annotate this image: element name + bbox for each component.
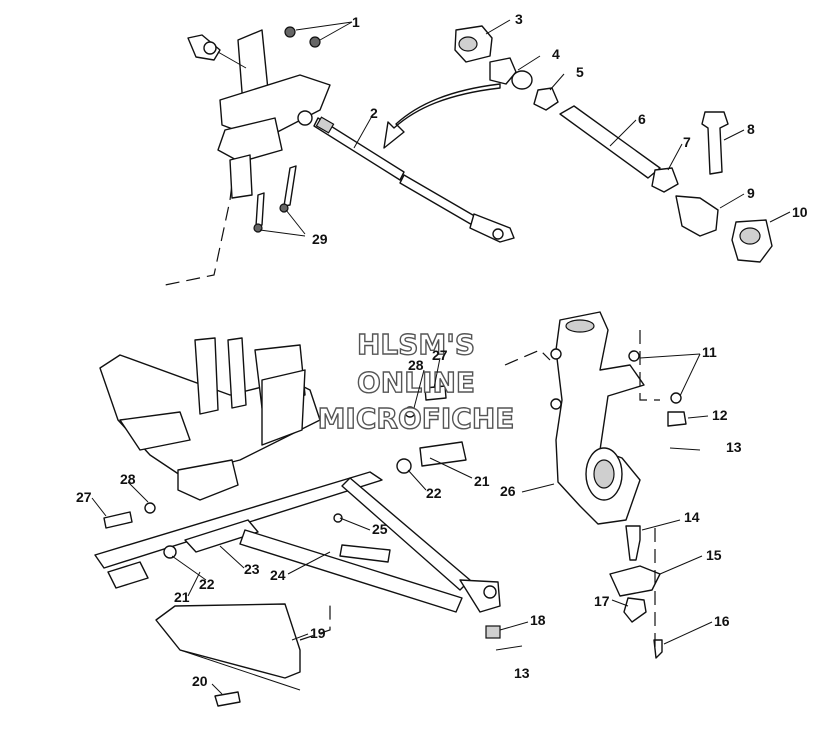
direction-arrow [383,83,501,149]
callout-4: 4 [552,46,560,62]
callout-19: 19 [310,625,326,641]
callout-12: 12 [712,407,728,423]
callout-21-left: 21 [174,589,190,605]
callout-21-right: 21 [474,473,490,489]
callout-22-left: 22 [199,576,215,592]
callout-27-top: 27 [432,347,448,363]
callout-25: 25 [372,521,388,537]
watermark-line-3: MICROFICHE [318,402,515,435]
skid-plate [155,600,331,691]
frame [99,337,321,501]
callout-18: 18 [530,612,546,628]
callout-5: 5 [576,64,584,80]
watermark: HLSM'S ONLINE MICROFICHE [317,327,515,435]
callout-15: 15 [706,547,722,563]
hardware-right [609,350,701,659]
callout-8: 8 [747,121,755,137]
leader-lines [91,19,791,695]
callout-11: 11 [702,344,717,360]
small-hardware-left [103,385,523,707]
callout-1: 1 [352,14,360,30]
callouts: 1 2 3 4 5 6 7 8 9 10 11 12 13 14 15 16 1… [76,11,808,689]
watermark-line-1: HLSM'S [357,328,475,361]
callout-22-right: 22 [426,485,442,501]
callout-2: 2 [370,105,378,121]
callout-9: 9 [747,185,755,201]
screws-29 [253,165,306,237]
callout-6: 6 [638,111,646,127]
callout-28-left: 28 [120,471,136,487]
callout-13-upper: 13 [726,439,742,455]
callout-29: 29 [312,231,328,247]
exploded-shaft-parts [454,25,773,263]
callout-3: 3 [515,11,523,27]
callout-17: 17 [594,593,610,609]
lower-pivot-tube [94,441,467,589]
watermark-line-2: ONLINE [357,366,475,399]
callout-28-top: 28 [408,357,424,373]
spindle-knuckle [504,311,660,525]
callout-26: 26 [500,483,516,499]
callout-16: 16 [714,613,730,629]
callout-24: 24 [270,567,286,583]
callout-7: 7 [683,134,691,150]
a-arm [184,477,501,613]
callout-14: 14 [684,509,700,525]
callout-27-left: 27 [76,489,92,505]
callout-10: 10 [792,204,808,220]
callout-20: 20 [192,673,208,689]
steering-post-assembly [164,26,331,286]
tie-rod [313,116,515,243]
callout-23: 23 [244,561,260,577]
callout-13-lower: 13 [514,665,530,681]
